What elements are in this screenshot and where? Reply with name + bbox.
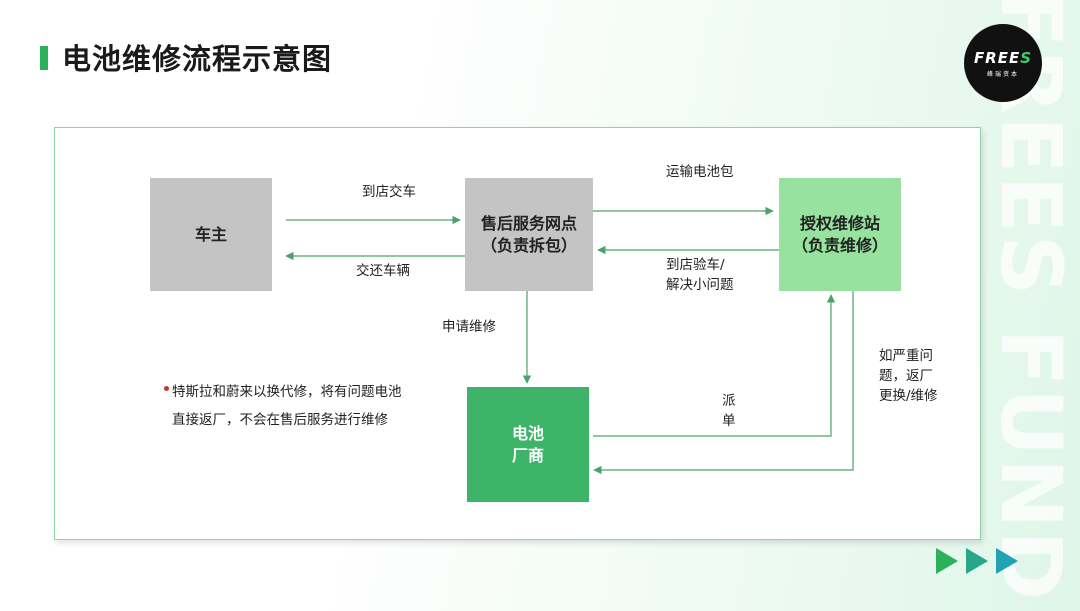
- arrow-repair-to-factory: [593, 291, 854, 475]
- node-car-owner: 车主: [150, 178, 272, 291]
- note-bullet: [164, 386, 169, 391]
- play-arrow-icon: [966, 548, 988, 574]
- label-factory-to-repair: 派 单: [722, 393, 736, 429]
- arrow-factory-to-repair: [593, 294, 836, 437]
- label-repair-to-service: 到店验车/ 解决小问题: [666, 257, 734, 293]
- node-authorized-repair-station: 授权维修站 （负责维修）: [779, 178, 901, 291]
- page-title: 电池维修流程示意图: [62, 42, 333, 76]
- logo-subtitle: 峰瑞资本: [986, 70, 1019, 78]
- brand-logo: FREES 峰瑞资本: [964, 24, 1042, 102]
- label-owner-to-service: 到店交车: [362, 184, 416, 200]
- logo-wordmark: FREES: [973, 48, 1033, 67]
- label-service-to-factory: 申请维修: [442, 319, 496, 335]
- node-battery-manufacturer: 电池 厂商: [467, 387, 589, 502]
- title-accent-bar: [40, 46, 48, 70]
- label-repair-to-factory: 如严重问 题，返厂 更换/维修: [879, 348, 938, 404]
- play-arrow-icon: [996, 548, 1018, 574]
- play-arrow-icon: [936, 548, 958, 574]
- label-service-to-owner: 交还车辆: [356, 263, 410, 279]
- node-after-sales-service: 售后服务网点 （负责拆包）: [465, 178, 593, 291]
- note-text: 特斯拉和蔚来以换代修，将有问题电池直接返厂，不会在售后服务进行维修: [172, 384, 402, 428]
- label-service-to-repair: 运输电池包: [666, 164, 734, 180]
